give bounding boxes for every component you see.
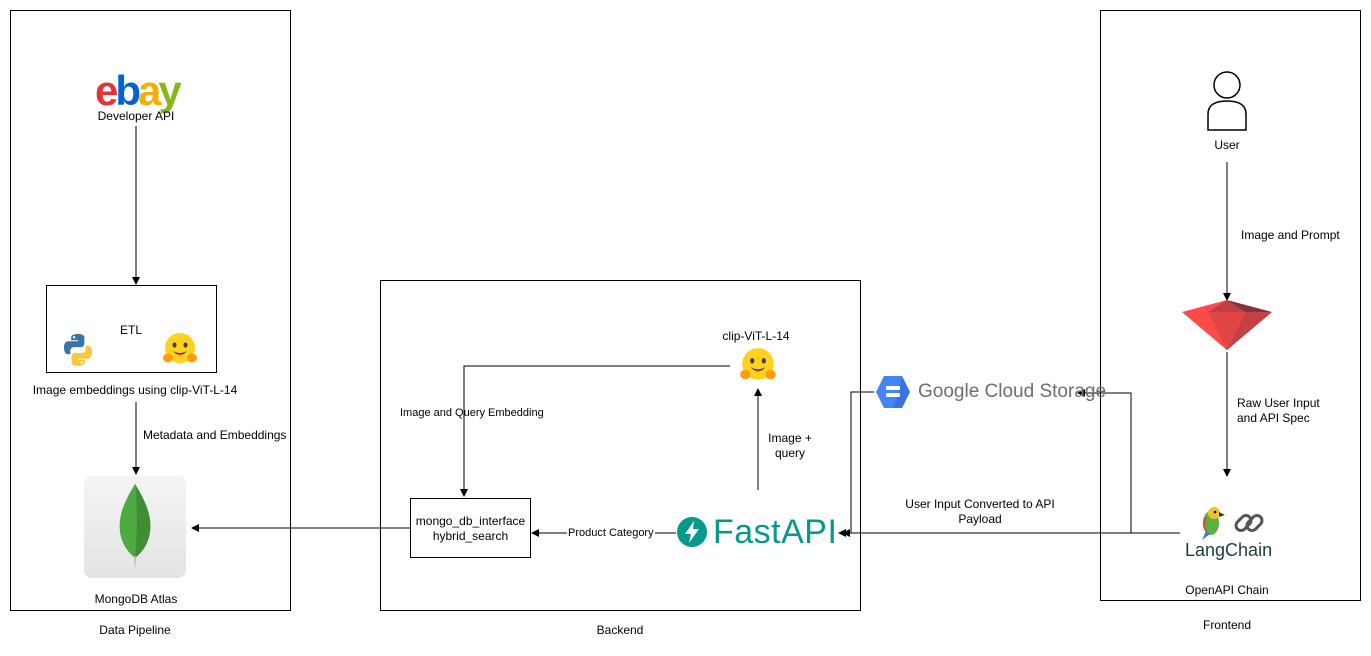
arrow-gcs-to-fastapi — [842, 391, 874, 537]
edge-label-raw-input-2: and API Spec — [1237, 411, 1310, 425]
parrot-icon — [1202, 507, 1225, 540]
edge-label-payload-2: Payload — [958, 512, 1002, 526]
python-icon — [64, 334, 92, 366]
langchain-caption: OpenAPI Chain — [1185, 583, 1269, 597]
ebay-logo: ebay — [95, 70, 185, 114]
backend-label: Backend — [596, 623, 644, 637]
clip-model-title: clip-ViT-L-14 — [722, 329, 790, 343]
mongo-interface-line1: mongo_db_interface — [415, 514, 526, 528]
ebay-logo-b: b — [115, 67, 141, 114]
fastapi-bolt-icon — [677, 517, 707, 547]
hugging-face-icon-clip — [740, 348, 776, 380]
mongodb-caption: MongoDB Atlas — [94, 592, 178, 606]
hugging-face-icon-etl — [163, 333, 197, 363]
ebay-caption: Developer API — [97, 109, 175, 123]
edge-label-payload-1: User Input Converted to API — [905, 497, 1055, 511]
frontend-label: Frontend — [1202, 618, 1252, 632]
ebay-logo-y: y — [158, 67, 181, 114]
mongo-interface-box — [410, 498, 531, 558]
chain-link-icon — [1234, 514, 1264, 532]
edge-label-product-category: Product Category — [567, 526, 655, 541]
gcs-icon — [876, 376, 910, 408]
edge-label-image-query-1: Image + — [768, 431, 812, 445]
user-icon — [1207, 71, 1247, 131]
ebay-logo-a: a — [138, 67, 161, 114]
edge-label-image-query-2: query — [774, 446, 806, 460]
streamlit-logo-icon — [1182, 300, 1272, 350]
etl-title: ETL — [119, 323, 142, 337]
mongodb-leaf-icon — [119, 484, 151, 570]
edge-label-raw-input-1: Raw User Input — [1237, 396, 1320, 410]
user-caption: User — [1214, 138, 1240, 152]
etl-caption: Image embeddings using clip-ViT-L-14 — [32, 383, 238, 397]
mongo-interface-line2: hybrid_search — [432, 529, 509, 543]
edge-label-image-prompt: Image and Prompt — [1241, 228, 1340, 242]
gcs-logo-text: Google Cloud Storage — [918, 381, 1107, 402]
data-pipeline-label: Data Pipeline — [99, 623, 171, 637]
arrow-langchain-to-gcs — [1077, 389, 1180, 534]
edge-label-metadata-embeddings: Metadata and Embeddings — [143, 428, 287, 442]
arrow-clip-to-interface — [460, 365, 730, 497]
ebay-logo-e: e — [95, 67, 118, 114]
langchain-logo-text: LangChain — [1185, 540, 1273, 560]
edge-label-image-query-embedding: Image and Query Embedding — [400, 407, 544, 419]
fastapi-logo-text: FastAPI — [713, 513, 838, 551]
